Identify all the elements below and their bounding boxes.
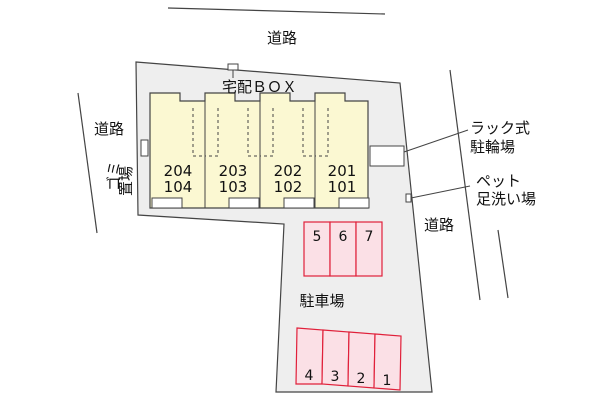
road-label-left: 道路: [94, 120, 124, 138]
garbage-area-label-2: 置場: [117, 166, 135, 196]
balcony: [283, 197, 315, 209]
road-right-edge-2: [497, 229, 509, 299]
road-top-edge: [167, 7, 386, 15]
garbage-area-marker: [140, 139, 149, 157]
unit-lower-number: 102: [274, 178, 303, 196]
parking-space-number: 5: [313, 229, 322, 245]
parking-group-top: 5 6 7: [303, 221, 383, 277]
balcony: [338, 197, 370, 209]
building: 204 104 203 103 202 102 201 101: [149, 92, 370, 209]
unit-lower-number: 104: [164, 178, 193, 196]
parking-space-number: 4: [305, 368, 314, 384]
bike-rack-label-2: 駐輪場: [470, 138, 515, 156]
delivery-box: 宅配ＢＯＸ: [222, 63, 297, 96]
unit-upper-number: 201: [328, 162, 357, 180]
parking-space: [373, 333, 402, 391]
parking-space-number: 2: [357, 371, 366, 387]
bike-rack-marker: [369, 145, 405, 167]
pet-wash-marker: [405, 193, 412, 203]
road-right-edge-1: [449, 69, 481, 301]
parking-space: [355, 221, 383, 277]
unit-lower-number: 103: [219, 178, 248, 196]
parking-space-number: 6: [339, 229, 348, 245]
parking-label: 駐車場: [299, 292, 344, 310]
parking-space-number: 3: [331, 369, 340, 385]
pet-wash-leader: [410, 185, 471, 199]
bike-rack-label-1: ラック式: [470, 119, 530, 137]
bike-rack-leader: [403, 129, 469, 153]
unit-upper-number: 202: [274, 162, 303, 180]
parking-space: [303, 221, 331, 277]
interior-dashes: [192, 108, 329, 157]
balcony: [151, 197, 183, 209]
delivery-box-marker: [227, 63, 239, 71]
road-label-top: 道路: [267, 29, 297, 47]
unit-upper-number: 204: [164, 162, 193, 180]
parking-space-number: 1: [383, 373, 392, 389]
road-left-edge: [77, 92, 98, 234]
unit-lower-number: 101: [328, 178, 357, 196]
parking-group-bottom: 4 3 2 1: [295, 327, 402, 391]
road-label-right: 道路: [424, 216, 454, 234]
unit-upper-number: 203: [219, 162, 248, 180]
parking-space-number: 7: [365, 229, 374, 245]
pet-wash-label-1: ペット: [476, 172, 521, 190]
pet-wash-label-2: 足洗い場: [476, 190, 536, 208]
delivery-box-label: 宅配ＢＯＸ: [222, 78, 297, 96]
balcony: [228, 197, 260, 209]
garbage-area-label-1: ゴミ: [105, 161, 123, 191]
